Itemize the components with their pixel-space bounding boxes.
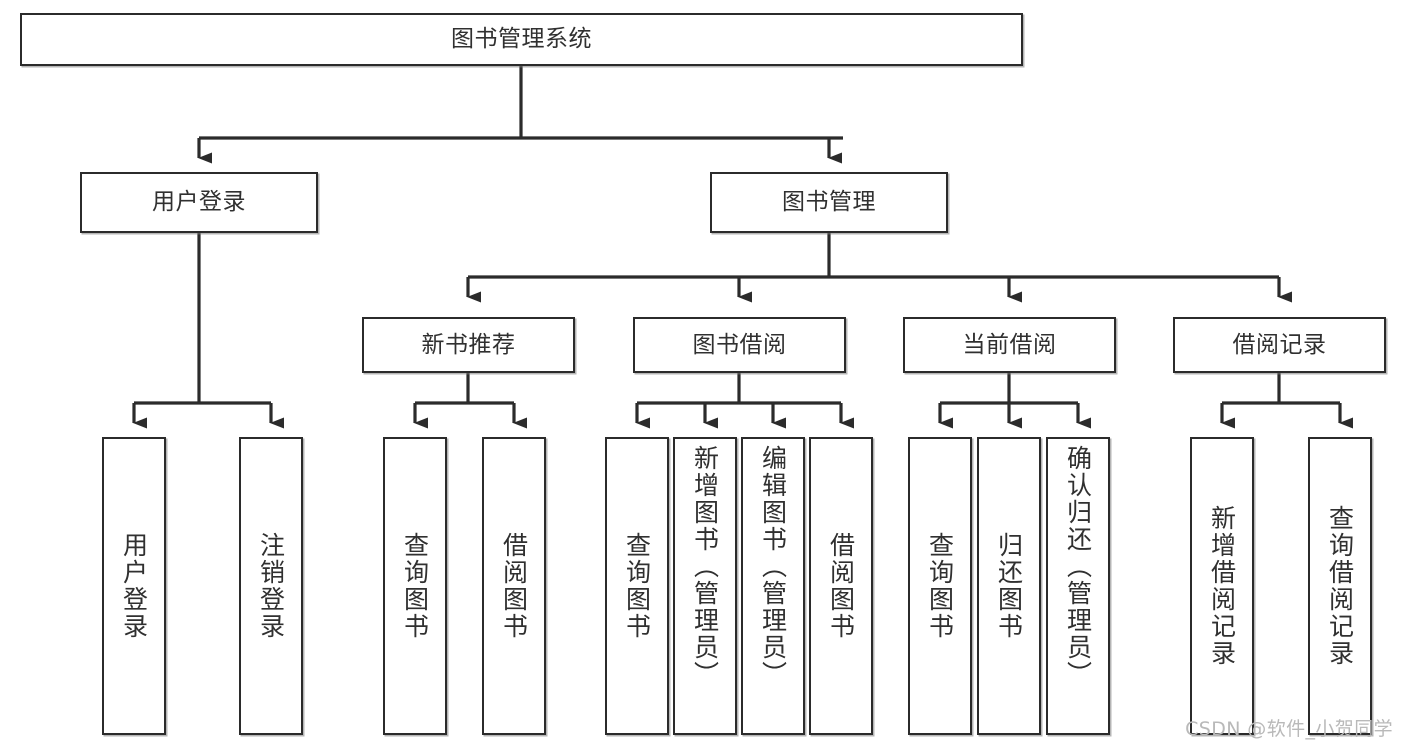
node-leaf-return-book[interactable]: 归还图书 [977, 437, 1041, 735]
node-leaf-query-borrow-record[interactable]: 查询借阅记录 [1308, 437, 1372, 735]
node-label: 借阅图书 [826, 532, 856, 640]
node-leaf-query-book-recommend[interactable]: 查询图书 [383, 437, 447, 735]
node-label: 当前借阅 [962, 331, 1057, 358]
node-borrow-record[interactable]: 借阅记录 [1173, 317, 1386, 373]
node-new-book-recommend[interactable]: 新书推荐 [362, 317, 575, 373]
node-label: 图书管理 [782, 189, 876, 216]
node-leaf-logout[interactable]: 注销登录 [239, 437, 303, 735]
node-leaf-edit-book-admin[interactable]: 编辑图书（管理员） [741, 437, 805, 735]
node-leaf-query-book-borrow[interactable]: 查询图书 [605, 437, 669, 735]
node-label: 新增借阅记录 [1207, 505, 1237, 667]
node-label: 查询图书 [925, 532, 955, 640]
node-leaf-query-book-current[interactable]: 查询图书 [908, 437, 972, 735]
node-book-management[interactable]: 图书管理 [710, 172, 948, 233]
node-user-login[interactable]: 用户登录 [80, 172, 318, 233]
node-label: 用户登录 [152, 189, 246, 216]
node-leaf-borrow-book-recommend[interactable]: 借阅图书 [482, 437, 546, 735]
node-label: 图书借阅 [692, 331, 787, 358]
node-root-system[interactable]: 图书管理系统 [20, 13, 1023, 66]
node-label: 归还图书 [994, 532, 1024, 640]
node-label: 借阅图书 [499, 532, 529, 640]
node-label: 新书推荐 [421, 331, 516, 358]
node-label: 图书管理系统 [451, 26, 592, 53]
node-label: 用户登录 [119, 532, 149, 640]
node-leaf-confirm-return-admin[interactable]: 确认归还（管理员） [1046, 437, 1110, 735]
node-leaf-add-book-admin[interactable]: 新增图书（管理员） [673, 437, 737, 735]
node-label: 编辑图书（管理员） [758, 445, 788, 688]
node-leaf-add-borrow-record[interactable]: 新增借阅记录 [1190, 437, 1254, 735]
node-leaf-user-login[interactable]: 用户登录 [102, 437, 166, 735]
watermark-text: CSDN @软件_小贺同学 [1185, 718, 1393, 740]
node-label: 注销登录 [256, 532, 286, 640]
node-current-borrow[interactable]: 当前借阅 [903, 317, 1116, 373]
node-label: 查询图书 [622, 532, 652, 640]
node-label: 借阅记录 [1232, 331, 1327, 358]
node-book-borrow[interactable]: 图书借阅 [633, 317, 846, 373]
node-label: 确认归还（管理员） [1063, 445, 1093, 688]
node-label: 查询图书 [400, 532, 430, 640]
node-label: 查询借阅记录 [1325, 505, 1355, 667]
node-label: 新增图书（管理员） [690, 445, 720, 688]
node-leaf-borrow-book[interactable]: 借阅图书 [809, 437, 873, 735]
